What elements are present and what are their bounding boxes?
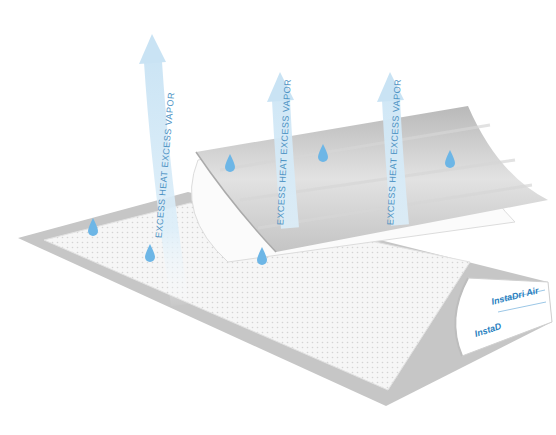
water-drops xyxy=(88,144,455,265)
water-drop xyxy=(145,244,155,262)
fold-shadow xyxy=(455,278,468,356)
vapor-arrow xyxy=(153,62,180,305)
water-drop xyxy=(318,144,328,162)
vapor-arrows xyxy=(139,34,404,305)
water-drop xyxy=(88,218,98,236)
peeled-corner xyxy=(455,278,552,356)
rolled-layer xyxy=(196,106,548,252)
water-drop xyxy=(445,150,455,168)
roll-texture xyxy=(220,125,532,228)
water-drop xyxy=(257,247,267,265)
water-drop xyxy=(225,154,235,172)
arrow-head xyxy=(139,34,166,64)
